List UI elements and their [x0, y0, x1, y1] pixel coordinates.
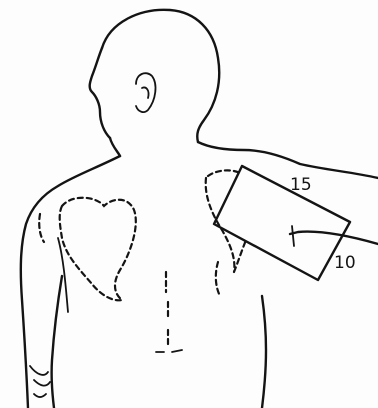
right-scapula-medial — [216, 262, 220, 296]
left-axilla-dashes — [39, 214, 44, 242]
dimension-label-side: 10 — [334, 253, 356, 273]
left-arm-inner — [52, 276, 62, 408]
left-scapula-outline — [60, 198, 136, 301]
spine-line — [166, 272, 168, 346]
lead-wire-tick — [292, 226, 294, 246]
left-elbow-sketch — [30, 366, 50, 397]
face-profile — [90, 48, 110, 138]
lower-back-mark — [156, 350, 182, 352]
neck-left — [110, 138, 120, 156]
left-shoulder — [21, 156, 120, 408]
right-shoulder — [198, 142, 378, 178]
ear — [136, 73, 155, 112]
right-arm-under — [262, 296, 266, 408]
right-scapula-outline — [206, 170, 246, 272]
ear-inner — [142, 87, 149, 98]
lead-wire — [290, 232, 378, 244]
dimension-label-top: 15 — [290, 175, 312, 195]
head-outline — [102, 10, 219, 142]
